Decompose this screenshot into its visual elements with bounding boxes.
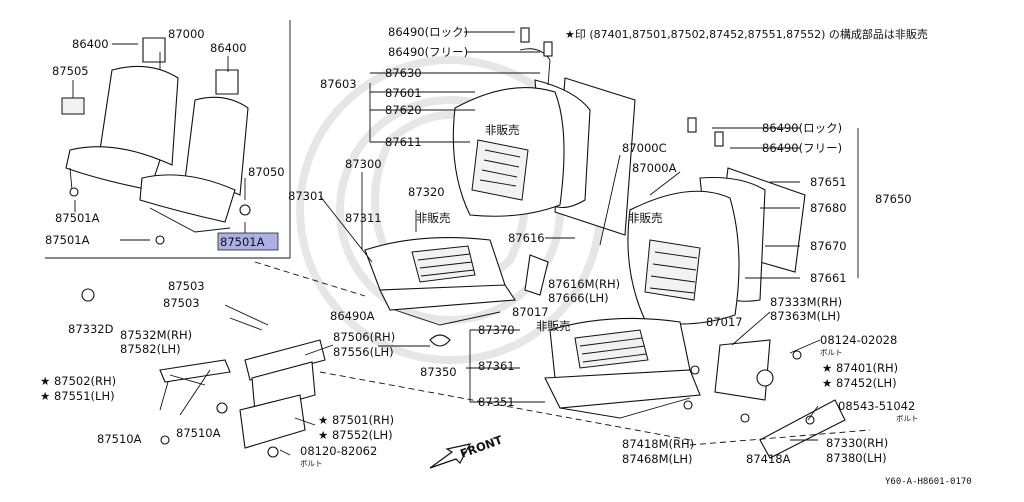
label-87552-lh: ★ 87552(LH) — [318, 428, 393, 442]
label-86490-lock-top: 86490(ロック) — [388, 25, 468, 39]
right-seat-cushion — [544, 317, 701, 419]
label-87532m-rh: 87532M(RH) — [120, 328, 192, 342]
label-87503-a: 87503 — [168, 279, 205, 293]
label-87501a-a: 87501A — [55, 211, 100, 225]
label-87620: 87620 — [385, 103, 422, 117]
label-87650: 87650 — [875, 192, 912, 206]
label-87418m-rh: 87418M(RH) — [622, 437, 694, 451]
label-87680: 87680 — [810, 201, 847, 215]
label-87551-lh: ★ 87551(LH) — [40, 389, 115, 403]
label-87351: 87351 — [478, 395, 515, 409]
label-87311: 87311 — [345, 211, 382, 225]
label-87050: 87050 — [248, 165, 285, 179]
label-87601: 87601 — [385, 86, 422, 100]
label-87502-rh: ★ 87502(RH) — [40, 374, 116, 388]
seat-rails — [81, 288, 326, 458]
label-08120-82062: 08120-82062 — [300, 444, 377, 458]
label-87370: 87370 — [478, 323, 515, 337]
label-86400-right: 86400 — [210, 41, 247, 55]
right-backrest — [627, 117, 806, 325]
footer-code: Y60-A-H8601-0170 — [885, 477, 972, 487]
label-87000: 87000 — [168, 27, 205, 41]
dashed-guides — [254, 261, 871, 446]
label-87333m-rh: 87333M(RH) — [770, 295, 842, 309]
label-87556-lh: 87556(LH) — [333, 345, 394, 359]
label-87501a-highlight: 87501A — [220, 235, 265, 249]
label-87501a-b: 87501A — [45, 233, 90, 247]
label-87505: 87505 — [52, 64, 89, 78]
label-87380-lh: 87380(LH) — [826, 451, 887, 465]
center-backrest — [452, 27, 636, 236]
label-bolt-1: ボルト — [820, 348, 843, 357]
label-86490-lock-right: 86490(ロック) — [762, 121, 842, 135]
label-08543-51042: 08543-51042 — [838, 399, 915, 413]
label-86400-left: 86400 — [72, 37, 109, 51]
label-87418a: 87418A — [746, 452, 791, 466]
label-86490a: 86490A — [330, 309, 375, 323]
label-08124-02028: 08124-02028 — [820, 333, 897, 347]
inset-leader-lines — [72, 43, 246, 241]
leader-lines — [169, 31, 859, 456]
label-87616m-rh: 87616M(RH) — [548, 277, 620, 291]
label-not-sold-1: 非販売 — [485, 123, 520, 137]
label-87332d: 87332D — [68, 322, 114, 336]
label-87670: 87670 — [810, 239, 847, 253]
label-not-sold-4: 非販売 — [536, 319, 571, 333]
label-87017-a: 87017 — [512, 305, 549, 319]
label-87651: 87651 — [810, 175, 847, 189]
label-86490-free-top: 86490(フリー) — [388, 45, 468, 59]
seat-pair-illustration — [61, 37, 251, 245]
label-87603: 87603 — [320, 77, 357, 91]
label-87506-rh: 87506(RH) — [333, 330, 395, 344]
highlight-box — [217, 232, 279, 251]
label-87582-lh: 87582(LH) — [120, 342, 181, 356]
left-seat-cushion — [364, 237, 549, 347]
recliner-parts — [683, 339, 846, 459]
label-87666-lh: 87666(LH) — [548, 291, 609, 305]
label-87320: 87320 — [408, 185, 445, 199]
label-not-sold-3: 非販売 — [628, 211, 663, 225]
label-87361: 87361 — [478, 359, 515, 373]
label-87363m-lh: 87363M(LH) — [770, 309, 841, 323]
sales-note: ★印 (87401,87501,87502,87452,87551,87552)… — [565, 27, 928, 41]
label-87350: 87350 — [420, 365, 457, 379]
label-87017-b: 87017 — [706, 315, 743, 329]
label-87401-rh: ★ 87401(RH) — [822, 361, 898, 375]
label-87501-rh: ★ 87501(RH) — [318, 413, 394, 427]
front-arrow — [429, 443, 472, 469]
label-87452-lh: ★ 87452(LH) — [822, 376, 897, 390]
label-87510a-b: 87510A — [176, 426, 221, 440]
label-86490-free-right: 86490(フリー) — [762, 141, 842, 155]
label-87661: 87661 — [810, 271, 847, 285]
label-bolt-2: ボルト — [896, 414, 919, 423]
label-87611: 87611 — [385, 135, 422, 149]
label-87000a: 87000A — [632, 161, 677, 175]
label-87616: 87616 — [508, 231, 545, 245]
label-87503-b: 87503 — [163, 296, 200, 310]
label-87330-rh: 87330(RH) — [826, 436, 888, 450]
label-87468m-lh: 87468M(LH) — [622, 452, 693, 466]
label-bolt-3: ボルト — [300, 459, 323, 468]
label-87630: 87630 — [385, 66, 422, 80]
front-label: FRONT — [458, 433, 504, 461]
label-87510a-a: 87510A — [97, 432, 142, 446]
label-87301: 87301 — [288, 189, 325, 203]
label-87300: 87300 — [345, 157, 382, 171]
label-87000c: 87000C — [622, 141, 667, 155]
label-not-sold-2: 非販売 — [416, 211, 451, 225]
